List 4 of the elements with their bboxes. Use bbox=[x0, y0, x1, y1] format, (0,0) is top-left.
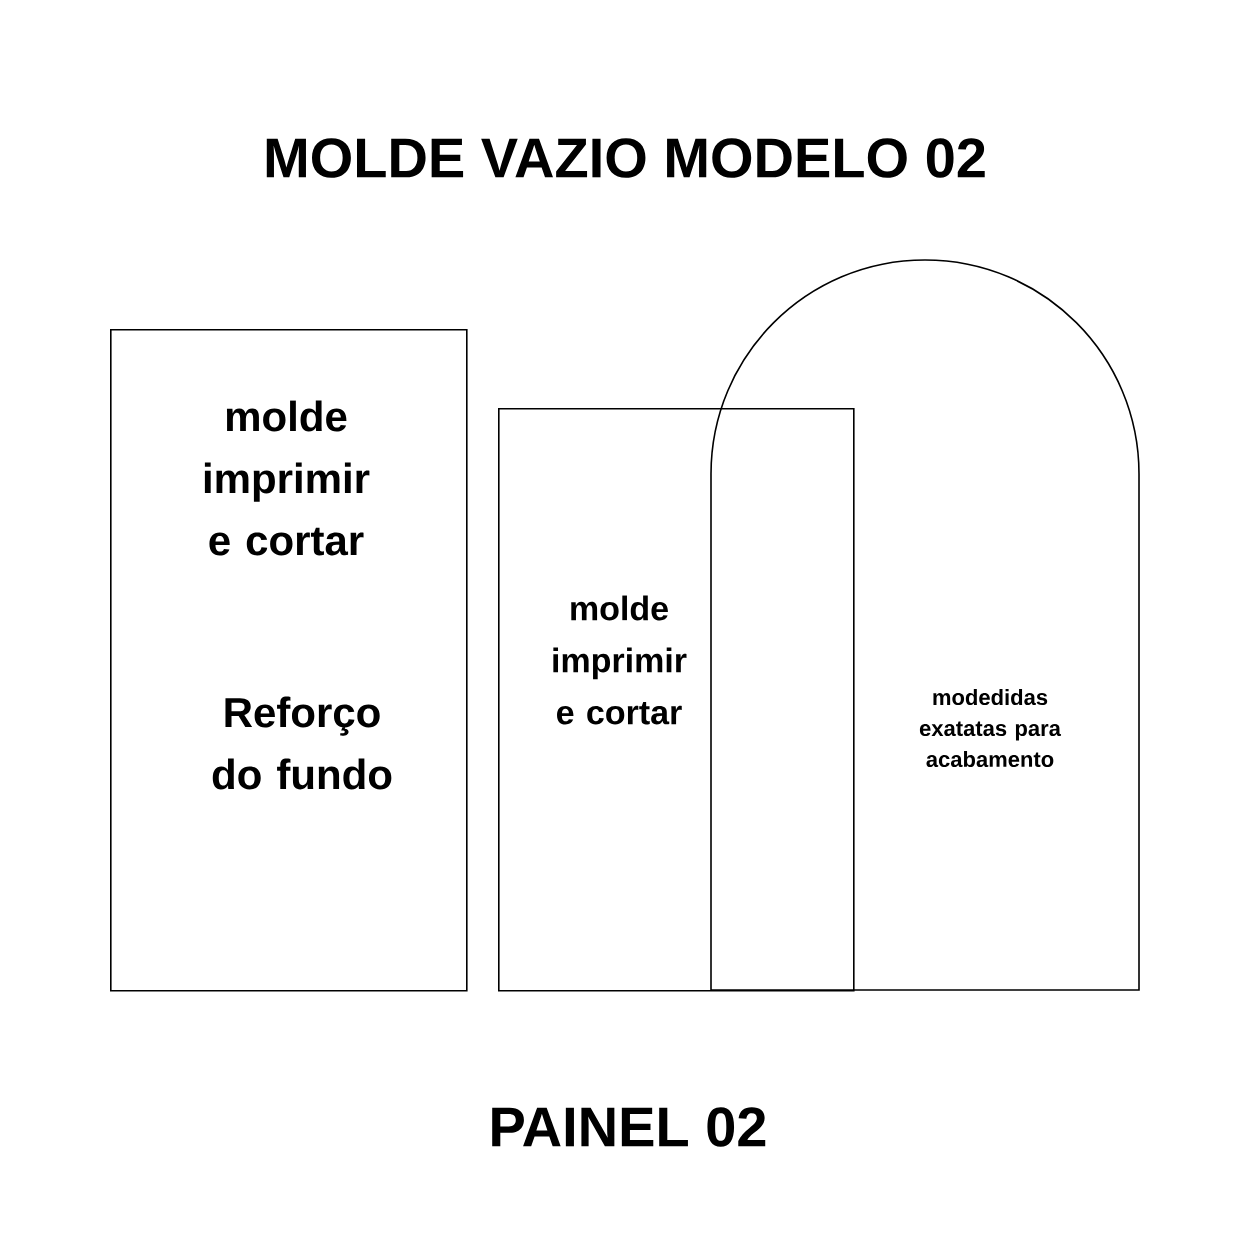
title: MOLDE VAZIO MODELO 02 bbox=[266, 138, 985, 178]
template-rectangle: molde imprimir e cortar Reforço do fundo bbox=[110, 329, 468, 992]
caption: PAINEL 02 bbox=[492, 1107, 766, 1147]
template-rectangle: molde imprimir e cortar bbox=[498, 408, 855, 992]
